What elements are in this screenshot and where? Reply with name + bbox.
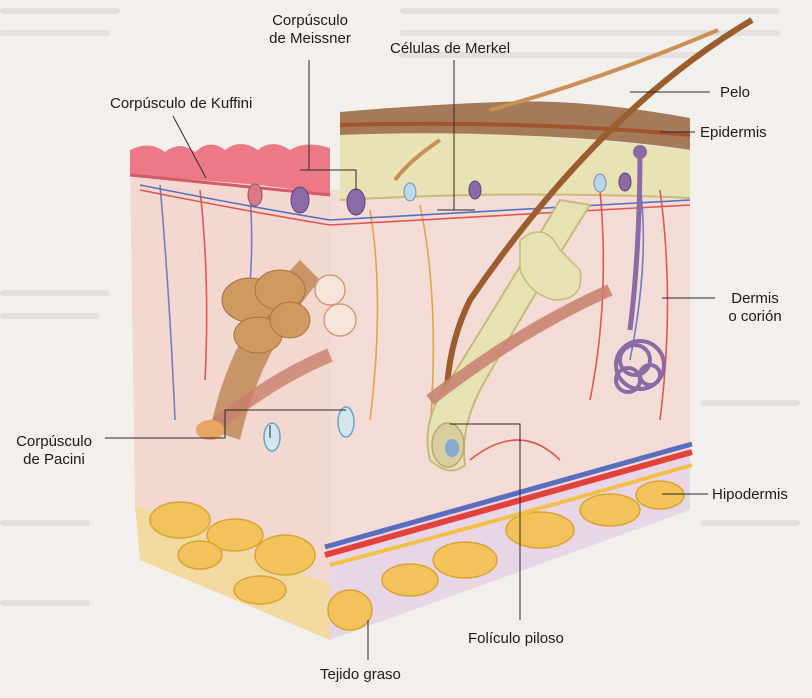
label-dermis: Dermis o corión [712,290,798,326]
label-merkel: Células de Merkel [390,40,510,58]
label-kuffini: Corpúsculo de Kuffini [110,95,252,113]
label-tejido-graso: Tejido graso [320,666,401,684]
gland-cell [324,304,356,336]
label-pelo: Pelo [720,84,750,102]
pacini-corpuscle [338,407,354,437]
kuffini-corpuscle [248,184,262,206]
merkel-cell [404,183,416,201]
label-pacini: Corpúsculo de Pacini [4,433,104,469]
gland-cell [315,275,345,305]
label-epidermis: Epidermis [700,124,767,142]
meissner-corpuscle [347,189,365,215]
label-dermis-line2: o corión [712,308,798,326]
dermal-papilla [445,439,459,457]
label-pacini-line2: de Pacini [4,451,104,469]
pacini-base [196,420,224,440]
label-foliculo: Folículo piloso [468,630,564,648]
sweat-pore [633,145,647,159]
merkel-cell [619,173,631,191]
merkel-cell [469,181,481,199]
merkel-cell [594,174,606,192]
label-pacini-line1: Corpúsculo [4,433,104,451]
meissner-corpuscle [291,187,309,213]
label-meissner: Corpúsculo de Meissner [250,12,370,48]
label-hipodermis: Hipodermis [712,486,788,504]
pacini-corpuscle [264,423,280,451]
label-dermis-line1: Dermis [712,290,798,308]
label-meissner-line2: de Meissner [250,30,370,48]
label-meissner-line1: Corpúsculo [250,12,370,30]
